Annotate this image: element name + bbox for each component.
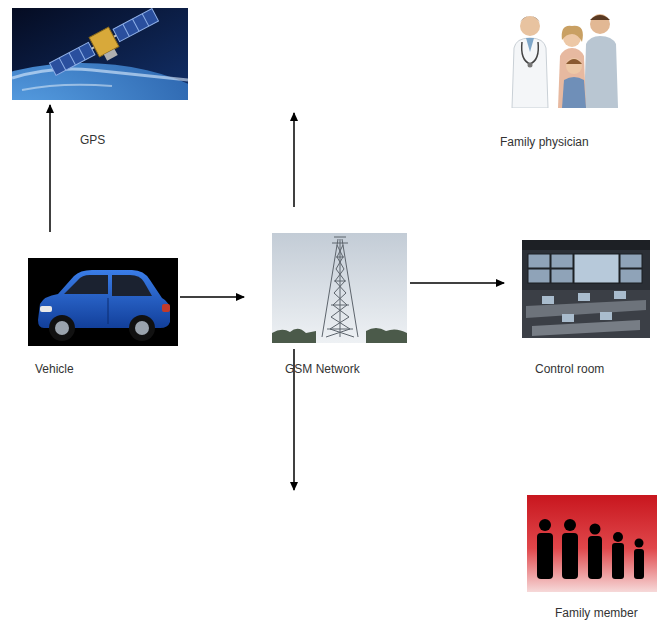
arrow-connector — [49, 105, 51, 232]
node-caption: GPS — [80, 133, 105, 148]
car-picture — [28, 258, 178, 346]
picture-node: Family physician — [500, 8, 632, 108]
node-caption: Family physician — [500, 135, 589, 150]
arrow-connector — [180, 296, 244, 298]
node-caption: Family member — [555, 606, 638, 621]
picture-node: GPS — [12, 8, 188, 100]
node-caption: Vehicle — [35, 362, 74, 377]
tower-picture — [272, 233, 407, 343]
physician-family-picture — [500, 8, 632, 108]
picture-node: Control room — [522, 240, 650, 338]
node-caption: GSM Network — [285, 362, 360, 377]
arrow-connector — [410, 282, 504, 284]
satellite-picture — [12, 8, 188, 100]
arrow-connector — [293, 113, 295, 207]
control-room-picture — [522, 240, 650, 338]
picture-node: Vehicle — [28, 258, 178, 346]
picture-node: Family member — [527, 495, 657, 592]
node-caption: Control room — [535, 362, 604, 377]
family-silhouette-picture — [527, 495, 657, 592]
picture-node: GSM Network — [272, 233, 407, 343]
